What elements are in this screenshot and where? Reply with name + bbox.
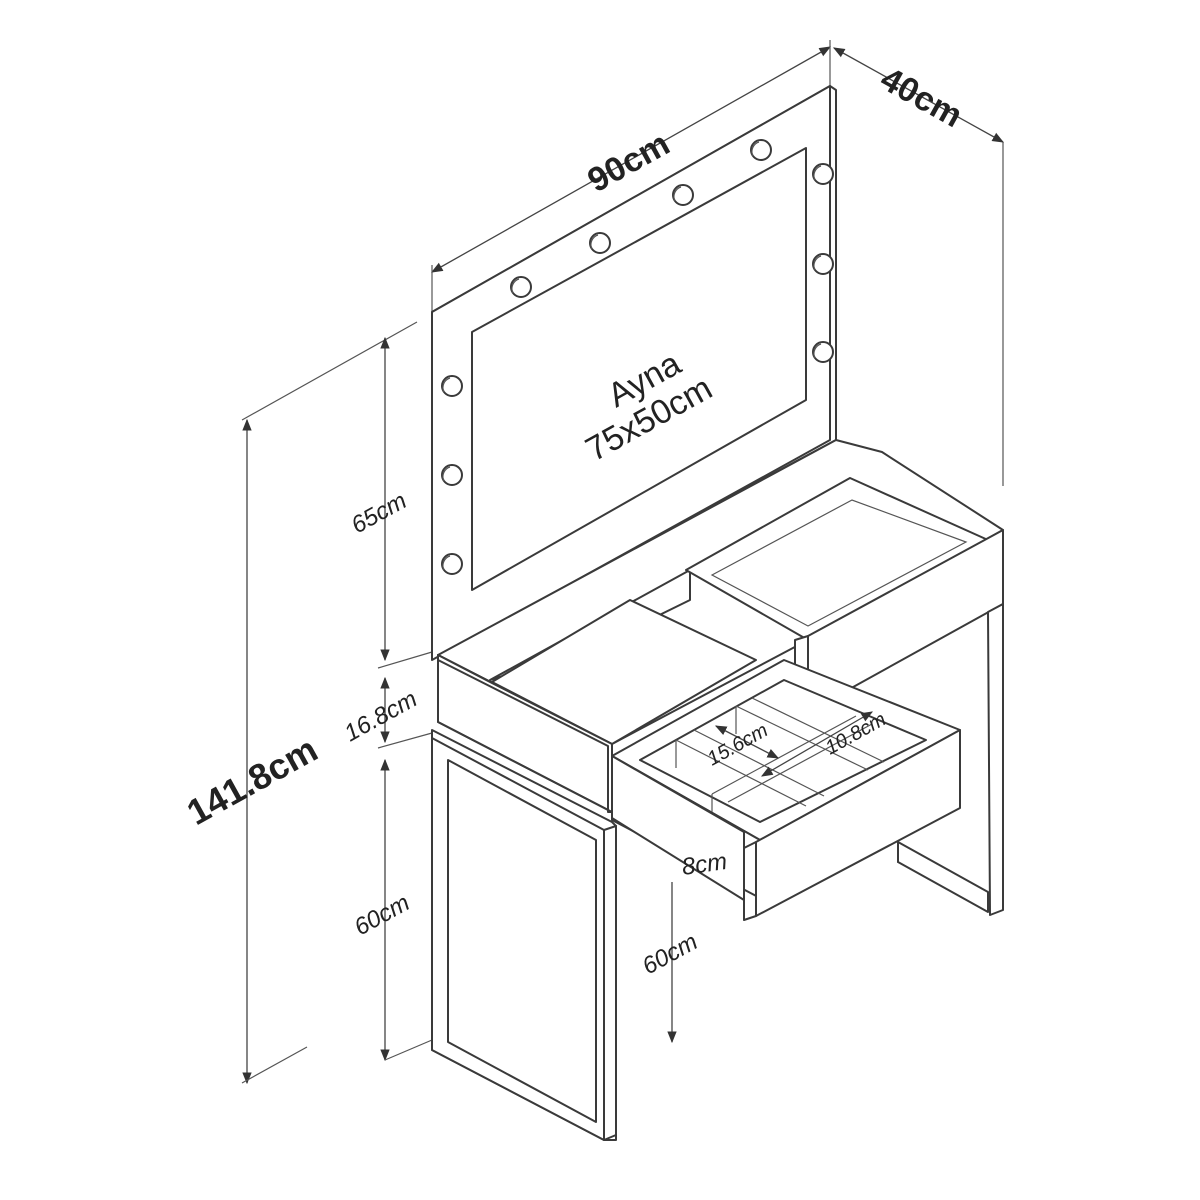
metal-frame [431,603,1004,1141]
drawer-depth-label: 8cm [680,848,729,881]
depth-label: 40cm [874,60,968,135]
bulb-icon [812,253,834,275]
bulb-icon [441,553,463,575]
leg-height-front-label: 60cm [638,928,702,980]
bulb-icon [589,232,611,254]
bulb-icon [441,375,463,397]
total-height-label: 141.8cm [180,728,324,833]
vanity-bulbs [441,139,834,575]
bulb-icon [510,276,532,298]
dimension-lines [241,40,1005,1085]
mirror-height-label: 65cm [347,487,411,539]
desk-body [437,439,1004,813]
bulb-icon [812,163,834,185]
drawer-band-label: 16.8cm [340,685,422,747]
mirror-glass [471,147,807,591]
bulb-icon [672,184,694,206]
open-drawer [611,659,961,921]
bulb-icon [750,139,772,161]
mirror-board [431,85,837,661]
bulb-icon [812,341,834,363]
bulb-icon [441,464,463,486]
leg-height-label: 60cm [350,889,414,941]
